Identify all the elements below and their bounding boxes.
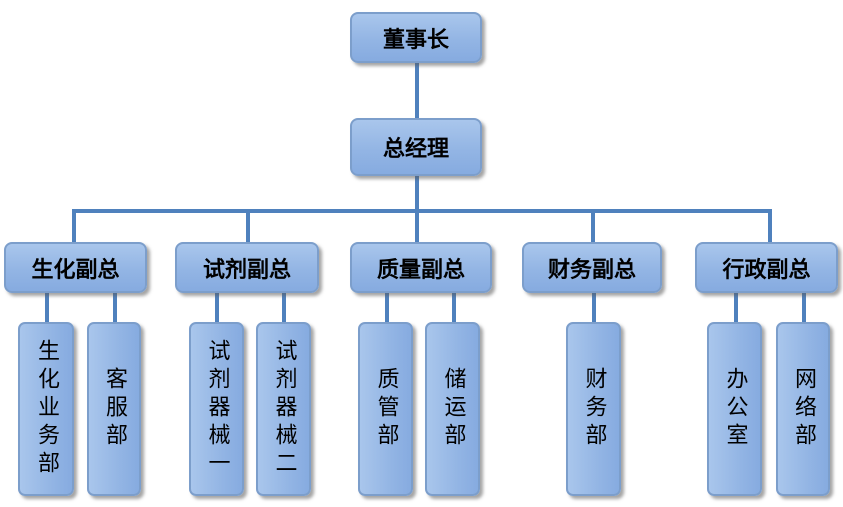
connector-line [72,209,772,213]
connector-line [113,293,117,324]
connector-line [734,293,738,324]
connector-line [415,176,419,211]
connector-line [215,293,219,324]
node-chairman: 董事长 [350,12,482,63]
node-dept-office: 办公室 [707,322,762,496]
node-vp-admin: 行政副总 [695,242,838,293]
node-dept-network: 网络部 [776,322,830,496]
connector-line [802,293,806,324]
connector-line [72,209,76,243]
node-dept-customer-service: 客服部 [87,322,141,496]
node-vp-biochem: 生化副总 [4,242,147,293]
connector-line [45,293,49,324]
node-dept-quality-control: 质管部 [358,322,413,496]
connector-line [415,209,419,243]
connector-line [592,293,596,324]
connector-line [768,209,772,243]
node-general-manager: 总经理 [350,118,482,176]
node-dept-storage-transport: 储运部 [425,322,480,496]
node-vp-finance: 财务副总 [522,242,662,293]
connector-line [415,63,419,119]
connector-line [282,293,286,324]
node-dept-biochem-business: 生化业务部 [18,322,74,496]
node-dept-reagent-device-1: 试剂器械一 [189,322,244,496]
node-dept-reagent-device-2: 试剂器械二 [256,322,311,496]
connector-line [246,209,250,243]
connector-line [452,293,456,324]
connector-line [385,293,389,324]
node-vp-reagent: 试剂副总 [175,242,319,293]
connector-line [591,209,595,243]
node-dept-finance: 财务部 [566,322,621,496]
node-vp-quality: 质量副总 [350,242,492,293]
